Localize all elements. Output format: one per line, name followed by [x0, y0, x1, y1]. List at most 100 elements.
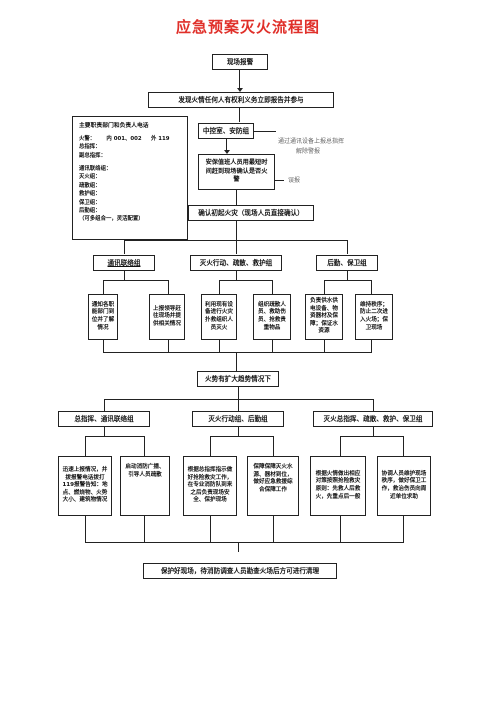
- connector: [85, 436, 145, 437]
- connector: [239, 70, 240, 89]
- connector: [373, 399, 374, 411]
- connector: [144, 436, 145, 456]
- security-check-label: 安保值班人员用最短时间赶到现场确认是否火警: [205, 159, 268, 184]
- connector: [238, 399, 239, 411]
- alarm-box: 现场报警: [212, 54, 268, 70]
- task-label: 维持秩序；防止二次进入火场；保卫现场: [360, 301, 388, 331]
- task-label: 协调人员维护现场秩序，做好保卫工作，救治伤员向周近单位求助: [381, 470, 427, 500]
- arrow: [237, 88, 243, 92]
- task-supply: 负责供水供电设备、物资器材及保障；保证水资源: [305, 294, 343, 340]
- contact-line: 通讯联络组：: [79, 166, 112, 173]
- connector: [371, 340, 372, 352]
- group-communication: 通讯联络组: [93, 255, 155, 271]
- connector: [340, 516, 341, 542]
- connector: [340, 436, 404, 437]
- contact-line: 副总指挥：: [79, 152, 106, 159]
- connector: [403, 436, 404, 456]
- connector: [403, 516, 404, 542]
- task-label: 上报领导赶往现场并提供相关情况: [153, 305, 181, 327]
- connector: [144, 516, 145, 542]
- side-note-report: 通过通讯设备上报总指挥: [278, 138, 345, 145]
- connector: [347, 240, 348, 254]
- group-fire-logistics: 灭火行动组、后勤组: [192, 411, 284, 427]
- connector: [85, 542, 404, 543]
- connector: [85, 436, 86, 456]
- contact-line: 疏散组：: [79, 182, 101, 189]
- connector: [272, 280, 273, 294]
- connector: [373, 427, 374, 436]
- arrow: [224, 150, 230, 154]
- group-command-label: 总指挥、通讯联络组: [74, 414, 134, 423]
- group-fire-logistics-label: 灭火行动组、后勤组: [208, 414, 268, 423]
- connector: [104, 427, 105, 436]
- task-label: 迅速上报情况，并拨报警电话拨打119报警告知：地点、燃烧物、火势大小、建筑物情况: [62, 467, 108, 504]
- connector: [124, 240, 125, 254]
- escalate-label: 火势有扩大趋势情况下: [205, 374, 271, 383]
- connector: [371, 280, 372, 294]
- group-firefighting-label: 灭火行动、疏散、救护组: [199, 258, 273, 267]
- alarm-label: 现场报警: [226, 57, 254, 66]
- control-room-box: 中控室、安防组: [198, 123, 254, 139]
- connector: [103, 352, 372, 353]
- task-label: 保障保障灭火水源、器材到位，做好应急救援综合保障工作: [253, 464, 293, 493]
- group-fire-command-label: 灭火总指挥、疏散、救护、保卫组: [323, 414, 423, 423]
- security-check-box: 安保值班人员用最短时间赶到现场确认是否火警: [198, 154, 275, 190]
- task-label: 利用现有设备进行火灾扑救组织人员灭火: [205, 301, 233, 331]
- connector: [236, 352, 237, 371]
- connector: [340, 436, 341, 456]
- connector: [273, 516, 274, 542]
- task-label: 负责供水供电设备、物资器材及保障；保证水资源: [310, 298, 338, 335]
- task-extinguish: 利用现有设备进行火灾扑救组织人员灭火: [201, 294, 237, 340]
- task-coordinate: 协调人员维护现场秩序，做好保卫工作，救治伤员向周近单位求助: [377, 456, 431, 516]
- connector: [210, 436, 211, 456]
- report-box: 发现火情任何人有权利义务立即报告并参与: [148, 92, 334, 108]
- task-broadcast: 启动消防广播、引导人员疏散: [120, 456, 170, 516]
- task-notify-departments: 通知各职能部门到位并了解情况: [88, 294, 118, 340]
- connector: [210, 516, 211, 542]
- connector: [85, 516, 86, 542]
- task-rescue-work: 根据总指挥指示做好抢险救灾工作，在专业消防队到来之后负责现场安全、保护现场: [183, 456, 237, 516]
- connector: [103, 280, 104, 294]
- connector: [239, 108, 240, 122]
- contact-heading: 主要职责部门和负责人电话: [79, 123, 149, 129]
- task-label: 组织疏散人员、救助伤员、抢救贵重物品: [258, 301, 286, 331]
- fire-phone-line: 火警： 内 001、002 外 119: [79, 135, 170, 142]
- connector: [236, 190, 237, 205]
- group-command-communication: 总指挥、通讯联络组: [58, 411, 150, 427]
- final-box: 保护好现场，待消防调查人员勘查火场后方可进行清理: [143, 563, 337, 579]
- report-label: 发现火情任何人有权利义务立即报告并参与: [178, 95, 304, 104]
- connector: [238, 427, 239, 436]
- contact-line: 保卫组：: [79, 199, 101, 206]
- connector: [104, 399, 105, 411]
- side-note-cancel: 解除警报: [296, 148, 321, 155]
- connector: [104, 399, 374, 400]
- connector: [238, 387, 239, 399]
- group-communication-label: 通讯联络组: [107, 258, 141, 267]
- group-fire-command: 灭火总指挥、疏散、救护、保卫组: [313, 411, 433, 427]
- task-label: 根据火情做出相应对策按照抢险救灾原则：先救人后救火，先重点后一般: [315, 470, 361, 500]
- connector: [324, 340, 325, 352]
- task-report-leaders: 上报领导赶往现场并提供相关情况: [149, 294, 185, 340]
- connector: [324, 280, 325, 294]
- task-evacuate: 组织疏散人员、救助伤员、抢救贵重物品: [253, 294, 291, 340]
- control-room-label: 中控室、安防组: [202, 126, 250, 135]
- connector: [210, 436, 274, 437]
- connector: [219, 280, 220, 294]
- connector: [124, 271, 125, 280]
- connector: [219, 340, 220, 352]
- contact-line: （可多组合一，灵活配置）: [79, 216, 144, 223]
- confirm-box: 确认初起火灾（现场人员直接确认）: [188, 205, 314, 221]
- page-title: 应急预案灭火流程图: [175, 18, 320, 36]
- connector: [236, 221, 237, 240]
- task-label: 根据总指挥指示做好抢险救灾工作，在专业消防队到来之后负责现场安全、保护现场: [187, 467, 233, 504]
- group-logistics: 后勤、保卫组: [316, 255, 378, 271]
- connector: [273, 436, 274, 456]
- contact-line: 后勤组：: [79, 207, 101, 214]
- contact-line: 救护组：: [79, 191, 101, 198]
- connector: [103, 280, 169, 281]
- escalate-box: 火势有扩大趋势情况下: [197, 371, 279, 387]
- confirm-label: 确认初起火灾（现场人员直接确认）: [198, 208, 304, 217]
- connector: [226, 139, 227, 152]
- connector: [272, 340, 273, 352]
- contact-line: 总指挥：: [79, 144, 101, 151]
